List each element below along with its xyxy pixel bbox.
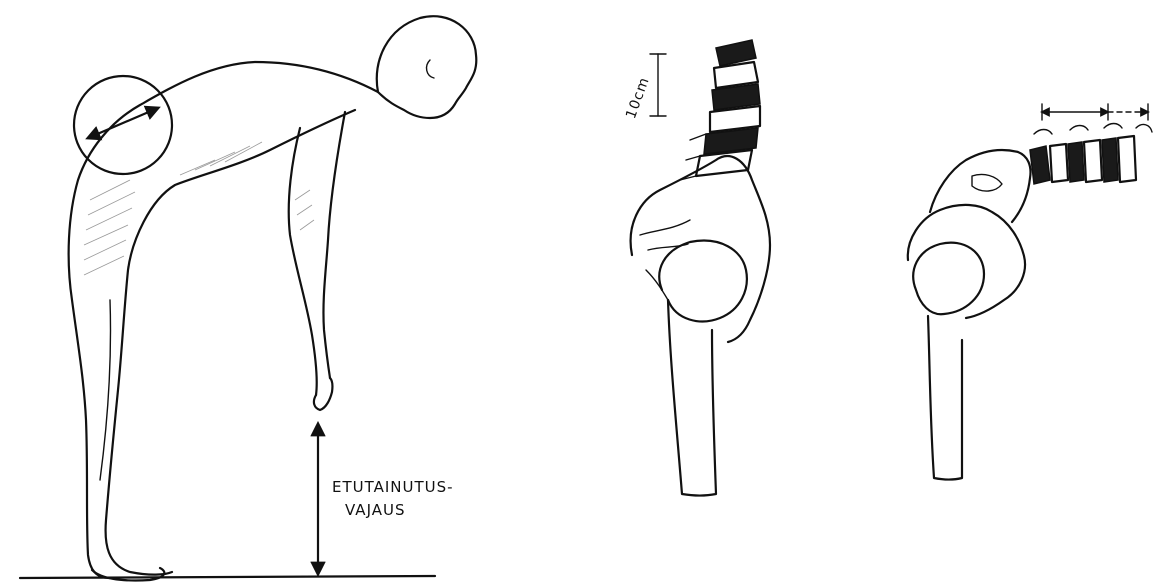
figure-leg-inner bbox=[100, 300, 111, 480]
lower-back-arrow bbox=[88, 108, 158, 138]
figure-arm-front bbox=[323, 112, 345, 378]
pelvis-detail-right bbox=[972, 174, 1002, 191]
pelvis-spine-curved: 10cm bbox=[623, 40, 770, 496]
forward-bend-label-line1: ETUTAINUTUS- bbox=[332, 478, 454, 496]
floor-line bbox=[20, 576, 435, 578]
pelvis-outline-left bbox=[659, 241, 747, 322]
spine-measure-label: 10cm bbox=[623, 75, 653, 121]
pelvis-detail-left bbox=[640, 220, 690, 250]
pelvis-detail-left-2 bbox=[646, 270, 668, 300]
figure-shading bbox=[84, 142, 314, 275]
forward-bend-label-line2: VAJAUS bbox=[345, 501, 406, 519]
lower-back-circle bbox=[74, 76, 172, 174]
spine-column-right bbox=[1030, 124, 1152, 185]
figure-ear bbox=[427, 60, 434, 78]
femur-shaft-right bbox=[928, 316, 962, 480]
spine-column-left bbox=[680, 40, 760, 180]
iliac-outline-right bbox=[930, 150, 1031, 222]
femur-shaft-left bbox=[668, 300, 716, 496]
pelvis-spine-flat bbox=[908, 104, 1152, 480]
femoral-head-right bbox=[913, 243, 984, 315]
bending-figure: ETUTAINUTUS- VAJAUS bbox=[20, 16, 476, 580]
pelvis-outline-right bbox=[908, 205, 1025, 318]
figure-arm-back bbox=[289, 128, 317, 395]
figure-back bbox=[69, 62, 378, 578]
